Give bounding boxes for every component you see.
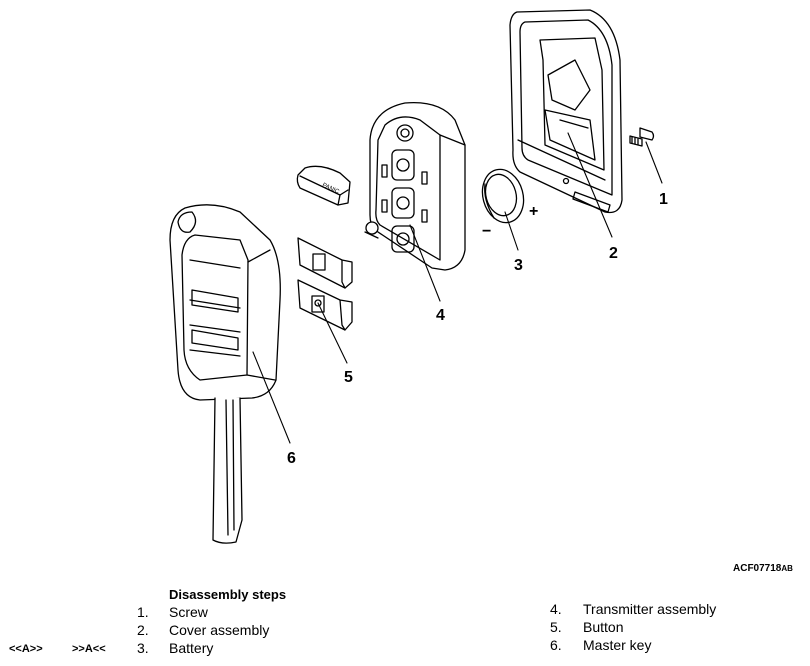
step-label: Button [583, 619, 624, 635]
callout-4: 4 [436, 307, 445, 324]
callout-6: 6 [287, 450, 296, 467]
installation-reference: >>A<< [72, 643, 106, 655]
callout-2: 2 [609, 245, 618, 262]
callout-1: 1 [659, 191, 668, 208]
removal-reference: <<A>> [9, 643, 43, 655]
battery-plus-sign: + [529, 203, 538, 220]
battery-drawing [481, 168, 525, 224]
callout-5: 5 [344, 369, 353, 386]
step-label: Master key [583, 637, 652, 653]
transmitter-assembly-drawing [364, 101, 466, 271]
step-number: 4. [550, 601, 562, 617]
step-number: 6. [550, 637, 562, 653]
figure-id: ACF07718AB [733, 563, 793, 574]
step-number: 1. [137, 604, 149, 620]
step-label: Screw [169, 604, 208, 620]
steps-title: Disassembly steps [169, 587, 287, 602]
screw-drawing [629, 127, 655, 147]
figure-id-main: ACF07718 [733, 563, 782, 574]
step-number: 2. [137, 622, 149, 638]
panic-button-drawing: PANIC [296, 165, 351, 206]
figure-id-suffix: AB [781, 564, 793, 573]
battery-minus-sign: − [482, 223, 491, 240]
step-label: Cover assembly [169, 622, 270, 638]
step-number: 3. [137, 640, 149, 656]
leader-lines [252, 132, 663, 444]
cover-assembly-drawing [509, 9, 623, 214]
step-label: Transmitter assembly [583, 601, 717, 617]
step-number: 5. [550, 619, 562, 635]
exploded-view-diagram: PANIC 1 2 3 4 5 6 + − [169, 9, 668, 544]
callout-3: 3 [514, 257, 523, 274]
button-drawing [297, 237, 353, 331]
step-label: Battery [169, 640, 214, 656]
master-key-drawing [169, 204, 281, 544]
